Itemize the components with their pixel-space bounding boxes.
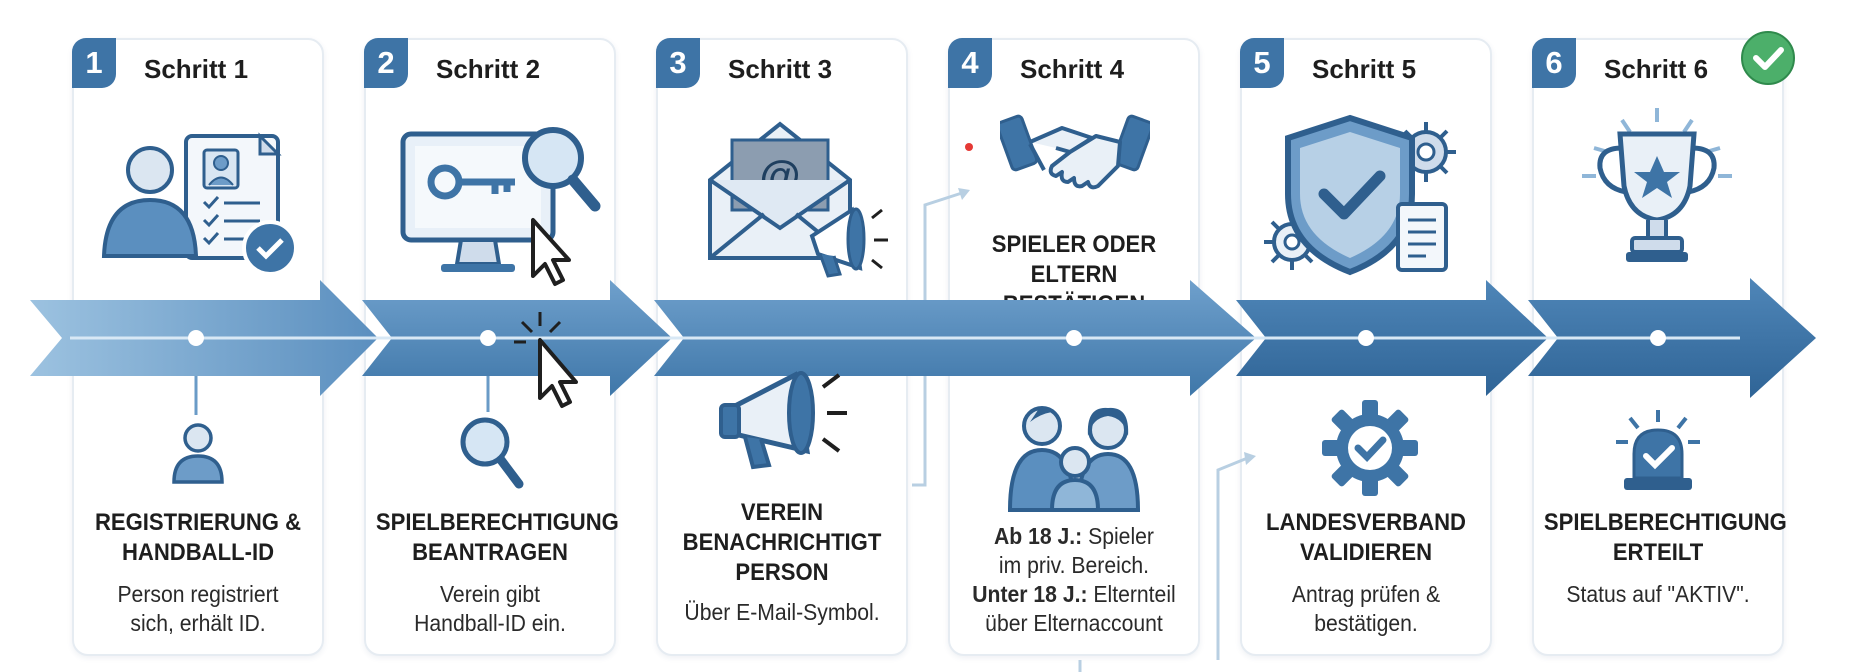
- step-headline-2: SPIELBERECHTIGUNG BEANTRAGEN: [375, 508, 619, 568]
- headline-line: SPIELBERECHTIGUNG: [1543, 509, 1787, 536]
- desc-line: Unter 18 J.: Elternteil: [972, 581, 1176, 607]
- step-title-4: Schritt 4: [1020, 54, 1125, 84]
- email-megaphone-icon: @: [708, 121, 888, 278]
- desc-line: im priv. Bereich.: [998, 552, 1150, 578]
- step-headline-6: SPIELBERECHTIGUNG ERTEILT: [1543, 508, 1787, 568]
- step-desc-2: Verein gibt Handball-ID ein.: [376, 580, 604, 638]
- megaphone-icon: [719, 371, 847, 470]
- user-document-check-icon: [101, 132, 298, 276]
- step-desc-5: Antrag prüfen & bestätigen.: [1252, 580, 1480, 638]
- magnifier-icon: [460, 417, 524, 489]
- desc-line: Ab 18 J.: Spieler: [994, 523, 1154, 549]
- headline-line: PERSON: [735, 559, 829, 586]
- cursor-click-icon: [514, 312, 578, 408]
- step-title-5: Schritt 5: [1312, 54, 1417, 84]
- step-title-3: Schritt 3: [728, 54, 833, 84]
- step-title-1: Schritt 1: [144, 54, 249, 84]
- step-number-1: 1: [72, 38, 116, 88]
- gear-check-icon: [1322, 400, 1418, 496]
- siren-check-icon: [1616, 410, 1700, 490]
- desc-line: Handball-ID ein.: [414, 610, 566, 636]
- step-title-6: Schritt 6: [1604, 54, 1709, 84]
- headline-line: SPIELBERECHTIGUNG: [375, 509, 619, 536]
- headline-line: ERTEILT: [1612, 539, 1704, 566]
- headline-line: BENACHRICHTIGT: [682, 529, 882, 556]
- step-headline-5: LANDESVERBAND VALIDIEREN: [1252, 508, 1480, 568]
- desc-line: Status auf "AKTIV".: [1566, 581, 1750, 607]
- desc-line: sich, erhält ID.: [130, 610, 266, 636]
- step-desc-3: Über E-Mail-Symbol.: [668, 598, 896, 627]
- shield-check-gears-icon: [1264, 114, 1456, 276]
- desc-line: bestätigen.: [1314, 610, 1418, 636]
- step-number-3: 3: [656, 38, 700, 88]
- headline-line: SPIELER ODER: [991, 231, 1157, 258]
- family-icon: [1007, 406, 1141, 512]
- handshake-icon: [1000, 114, 1150, 190]
- headline-line: HANDBALL-ID: [121, 539, 275, 566]
- step-headline-3: VEREIN BENACHRICHTIGT PERSON: [668, 498, 896, 588]
- step-number-2: 2: [364, 38, 408, 88]
- step-headline-1: REGISTRIERUNG & HANDBALL-ID: [84, 508, 312, 568]
- monitor-key-search-icon: [400, 127, 601, 286]
- headline-line: VALIDIEREN: [1299, 539, 1433, 566]
- step-number-4: 4: [948, 38, 992, 88]
- headline-line: REGISTRIERUNG &: [94, 509, 302, 536]
- step-number-5: 5: [1240, 38, 1284, 88]
- desc-line: Antrag prüfen &: [1291, 581, 1441, 607]
- step-desc-4: Ab 18 J.: Spieler im priv. Bereich. Unte…: [960, 522, 1188, 638]
- trophy-icon: [1582, 108, 1732, 262]
- user-icon: [172, 423, 224, 484]
- desc-line: Person registriert: [117, 581, 279, 607]
- step-number-6: 6: [1532, 38, 1576, 88]
- headline-line: BEANTRAGEN: [412, 539, 568, 566]
- step-desc-6: Status auf "AKTIV".: [1544, 580, 1772, 609]
- headline-line: LANDESVERBAND: [1266, 509, 1466, 536]
- step-title-2: Schritt 2: [436, 54, 541, 84]
- desc-line: über Elternaccount: [985, 610, 1163, 636]
- headline-line: VEREIN: [740, 499, 824, 526]
- check-circle-icon: [1741, 31, 1795, 85]
- step-desc-1: Person registriert sich, erhält ID.: [84, 580, 312, 638]
- desc-line: Über E-Mail-Symbol.: [684, 599, 880, 625]
- desc-line: Verein gibt: [439, 581, 540, 607]
